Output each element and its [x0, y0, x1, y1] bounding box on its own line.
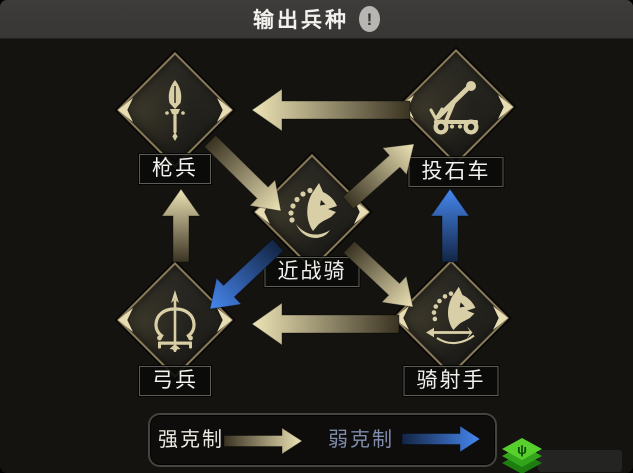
watermark-logo: ψ — [500, 438, 630, 473]
unit-label-spearman: 枪兵 — [139, 154, 211, 184]
unit-label-catapult: 投石车 — [408, 157, 504, 187]
weak-counter-arrow-cavalry-archer-to-catapult — [430, 188, 470, 263]
unit-label-archer: 弓兵 — [139, 366, 211, 396]
strong-counter-arrow-archer-to-spearman — [161, 188, 201, 263]
watermark-glyph: ψ — [517, 441, 527, 457]
legend-strong-counter-label: 强克制 — [158, 429, 224, 451]
watermark-strip — [538, 450, 622, 472]
strong-counter-arrow-catapult-to-spearman — [251, 88, 411, 132]
unit-tile[interactable] — [254, 154, 370, 270]
counter-legend: 强克制 弱克制 — [148, 413, 497, 467]
alert-glyph: ! — [366, 9, 373, 29]
strong-counter-arrow-cavalry-archer-to-archer — [251, 302, 400, 346]
watermark-layer-top: ψ — [502, 438, 542, 460]
unit-label-cavalry-archer: 骑射手 — [403, 366, 499, 396]
unit-tile[interactable] — [117, 262, 233, 378]
page-title: 输出兵种 — [253, 9, 349, 32]
unit-tile[interactable] — [398, 49, 514, 165]
unit-tile[interactable] — [393, 260, 509, 376]
unit-label-melee-cavalry: 近战骑 — [264, 257, 360, 287]
info-alert-icon[interactable]: ! — [359, 6, 380, 32]
header: 输出兵种 ! — [0, 0, 633, 39]
legend-weak-counter-label: 弱克制 — [328, 429, 394, 451]
unit-tile[interactable] — [117, 52, 233, 168]
